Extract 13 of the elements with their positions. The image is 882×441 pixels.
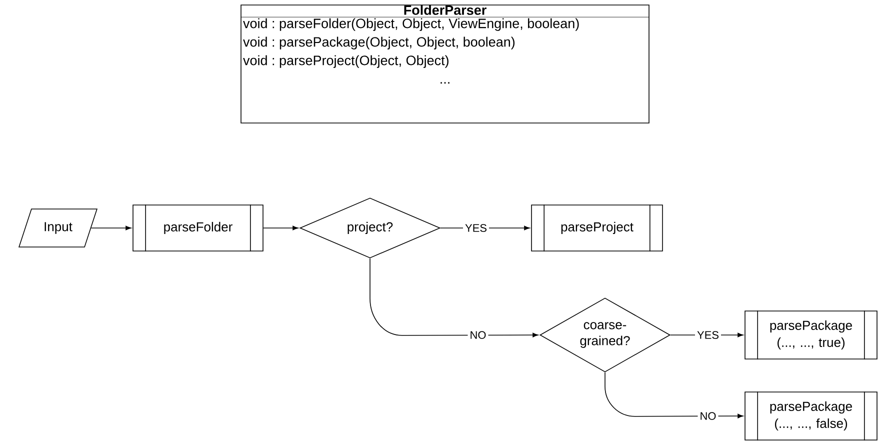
edge-label: NO [698,410,718,422]
arrow [604,372,744,418]
arrow [90,226,132,230]
edge-label: NO [468,329,488,341]
arrow [370,258,538,338]
edge-label: YES [463,222,490,234]
subprocess-box: parseProject [531,204,663,252]
edge-label: YES [695,329,722,341]
class-box: FolderParser void : parseFolder(Object, Object, ViewEngine, boolean) void : parsePackage(Object, Object, boolean) void : parseProject(Object, Object) ... [240,4,650,124]
subprocess-box: parseFolder [132,204,264,252]
subprocess-box: parsePackage (..., ..., false) [744,391,878,441]
subprocess-box: parsePackage (..., ..., true) [744,310,878,360]
arrow [263,226,298,230]
